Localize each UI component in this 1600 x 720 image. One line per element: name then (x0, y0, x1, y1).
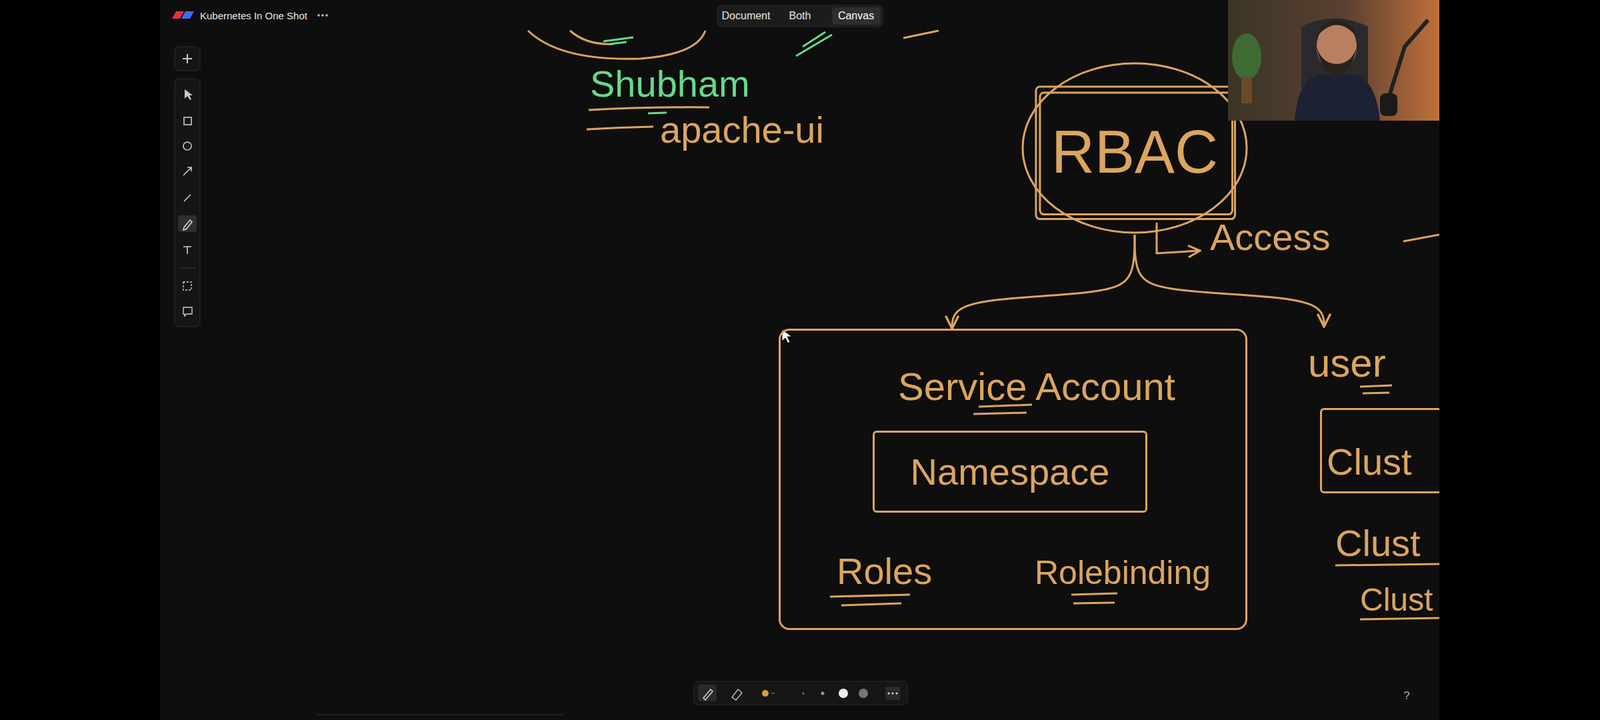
comment-icon (183, 307, 192, 316)
beard (1316, 46, 1357, 75)
pen-icon (703, 689, 713, 700)
webcam-background (1228, 0, 1440, 121)
underline (830, 594, 910, 606)
scribble (903, 30, 939, 38)
menu-dots (325, 14, 328, 16)
menu-dots (317, 14, 320, 16)
cluster-label: Clust (1335, 524, 1421, 562)
pencil-icon (183, 220, 192, 230)
mouse-cursor (782, 329, 792, 344)
rbac-frame (1036, 86, 1236, 220)
select-icon (184, 89, 193, 100)
rbac-ellipse (1022, 63, 1247, 233)
pen-toolbar (694, 681, 908, 705)
scribble (603, 37, 634, 44)
namespace-label: Namespace (910, 453, 1110, 491)
more-dots (892, 692, 894, 695)
active-pen (698, 684, 717, 702)
frame-icon (183, 282, 192, 290)
help-button: ? (1403, 690, 1410, 702)
tab-label: Both (789, 10, 812, 22)
size-dot (858, 688, 868, 698)
connector-layer (0, 0, 1440, 720)
line-icon (184, 194, 191, 202)
letterbox (0, 0, 160, 720)
size-dot (838, 688, 848, 698)
person-body (1294, 74, 1380, 121)
menu-dots (321, 14, 324, 16)
size-dot (821, 692, 825, 696)
size-dot (802, 692, 805, 695)
add-button (174, 46, 200, 71)
box-heading: Service Account (898, 367, 1176, 406)
underline (973, 404, 1032, 414)
active-tool (178, 215, 197, 232)
more-button (885, 686, 900, 700)
rect-icon (184, 117, 192, 125)
cluster-label: Clust (1326, 443, 1412, 481)
microphone (1380, 93, 1398, 116)
plant-pot (1241, 76, 1252, 104)
plant (1232, 33, 1262, 80)
partial-ellipse (528, 30, 706, 59)
webcam-overlay (1228, 0, 1440, 121)
access-label: Access (1210, 218, 1331, 256)
rbac-title: RBAC (1051, 122, 1218, 182)
active-tab (832, 7, 881, 25)
canvas-drawing (0, 0, 1440, 720)
role-label: Roles (836, 552, 932, 590)
underline (1335, 564, 1440, 566)
tab-label: Canvas (838, 10, 874, 22)
rbac-circle: RBAC (1020, 61, 1249, 235)
dropdown-mark (771, 692, 775, 694)
more-dots (888, 692, 890, 695)
service-account-box: Service AccountRoles Rolebinding Namespace (778, 328, 1248, 630)
cluster-label: Clust (1360, 584, 1433, 616)
tool-panel (174, 78, 200, 327)
tab-label: Document (722, 10, 771, 22)
app-title: Kubernetes In One Shot (200, 10, 308, 21)
rbac-frame (1040, 92, 1233, 215)
eraser-icon (732, 689, 742, 700)
arrow-icon (183, 167, 192, 176)
color-swatch (762, 690, 769, 697)
app-logo (181, 11, 194, 19)
separator (178, 267, 196, 269)
progress-line (316, 714, 564, 716)
plus-icon (182, 54, 192, 64)
connector-arrow (952, 234, 1135, 329)
stroke (1403, 234, 1440, 242)
name-label: Shubham (590, 65, 750, 103)
user-group: userClust (1306, 326, 1440, 497)
view-tabs (717, 5, 883, 27)
scribble (796, 32, 832, 56)
leader-arrow (1156, 222, 1200, 254)
note-label: apache-ui (660, 111, 824, 149)
more-dots (896, 692, 898, 695)
user-heading: user (1308, 343, 1386, 384)
namespace-box: Namespace (872, 430, 1148, 513)
underline (1360, 618, 1440, 620)
underline (1071, 593, 1118, 604)
hair (1316, 20, 1357, 37)
underline (1360, 385, 1392, 394)
partial-arc (570, 30, 614, 44)
text-icon (183, 246, 192, 254)
circle-icon (183, 142, 192, 150)
rolebinding-label: Rolebinding (1034, 556, 1211, 590)
mic-arm (1388, 20, 1428, 100)
